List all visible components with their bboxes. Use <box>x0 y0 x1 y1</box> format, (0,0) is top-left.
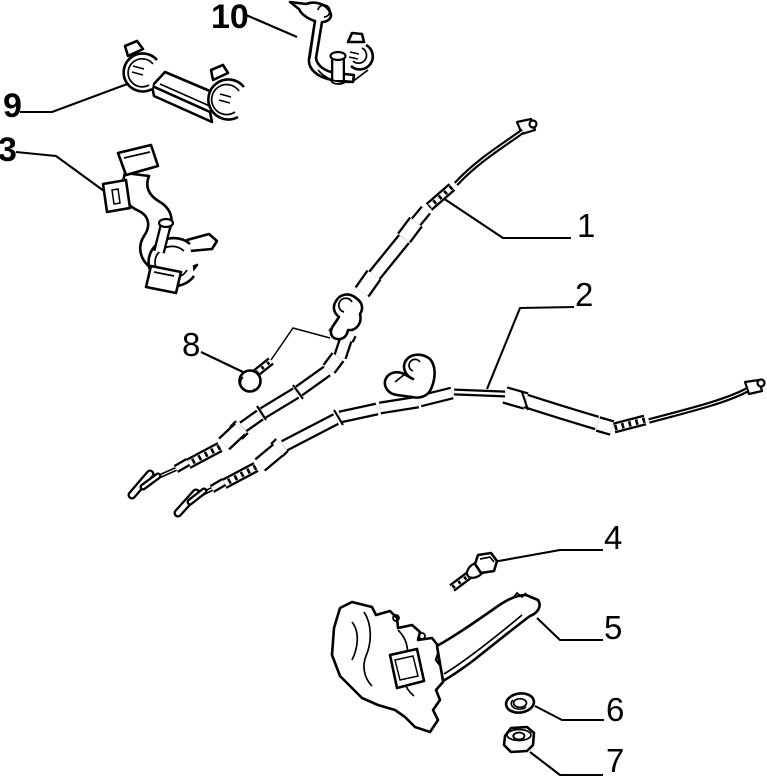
leader-line-6 <box>534 705 604 722</box>
callout-4-label: 4 <box>604 519 622 556</box>
leader-line-3 <box>15 150 105 192</box>
clip-tab <box>346 31 366 44</box>
inner-wire <box>453 128 525 186</box>
callout-9-label: 9 <box>3 87 22 125</box>
part-1-cable <box>127 117 538 500</box>
callout-6-label: 6 <box>606 691 624 728</box>
leader-line-9 <box>20 82 131 114</box>
bracket-arm <box>435 593 541 683</box>
leader-line-8 <box>200 351 244 373</box>
top-tab <box>116 143 160 177</box>
mount-indicator-line <box>270 327 331 361</box>
cable-end-knob <box>756 378 766 388</box>
cable-end-knob <box>528 119 538 129</box>
callout-3-label: 3 <box>0 131 17 169</box>
right-clip <box>207 78 246 121</box>
washer-outer <box>504 692 536 714</box>
bolt-head <box>473 551 499 575</box>
clamp-tab <box>123 39 145 58</box>
part-6-washer <box>504 692 536 714</box>
callout-7-label: 7 <box>606 742 624 776</box>
callout-5-label: 5 <box>604 609 622 646</box>
callout-1-label: 1 <box>577 207 595 244</box>
part-3-guide-bracket <box>101 143 219 295</box>
clamp-tab <box>209 63 230 82</box>
callout-10-label: 10 <box>211 0 249 36</box>
leader-line-4 <box>492 548 603 564</box>
part-9-double-clamp-bracket <box>122 39 246 124</box>
bracket-plate <box>330 600 446 734</box>
part-5-support-bracket <box>330 591 541 734</box>
callout-labels: 1 2 3 4 5 6 7 8 9 10 <box>0 0 624 776</box>
plate-hole <box>388 647 426 690</box>
strap <box>288 0 356 84</box>
leader-line-7 <box>529 751 603 776</box>
leader-line-10 <box>245 14 298 38</box>
callout-2-label: 2 <box>575 276 593 313</box>
clamp-channel-face <box>150 84 214 124</box>
part-4-hex-bolt <box>449 551 499 592</box>
part-8-retaining-screw <box>238 327 331 393</box>
leader-lines <box>15 14 604 776</box>
slot-plate <box>101 178 132 214</box>
cable-clamp <box>329 293 364 341</box>
washer-hole <box>512 697 528 709</box>
callout-8-label: 8 <box>182 326 200 363</box>
stud-top <box>329 50 347 62</box>
inner-wire <box>648 387 749 424</box>
leader-line-2 <box>486 305 575 390</box>
leader-line-1 <box>442 197 571 240</box>
pin-top <box>157 217 175 229</box>
leader-line-5 <box>536 617 603 642</box>
part-7-hex-nut <box>502 725 536 754</box>
compensator-hook <box>383 353 436 399</box>
foot <box>144 264 183 295</box>
part-10-clamp-bracket <box>288 0 375 85</box>
part-2-cable <box>173 353 766 518</box>
side-wing <box>185 232 219 253</box>
